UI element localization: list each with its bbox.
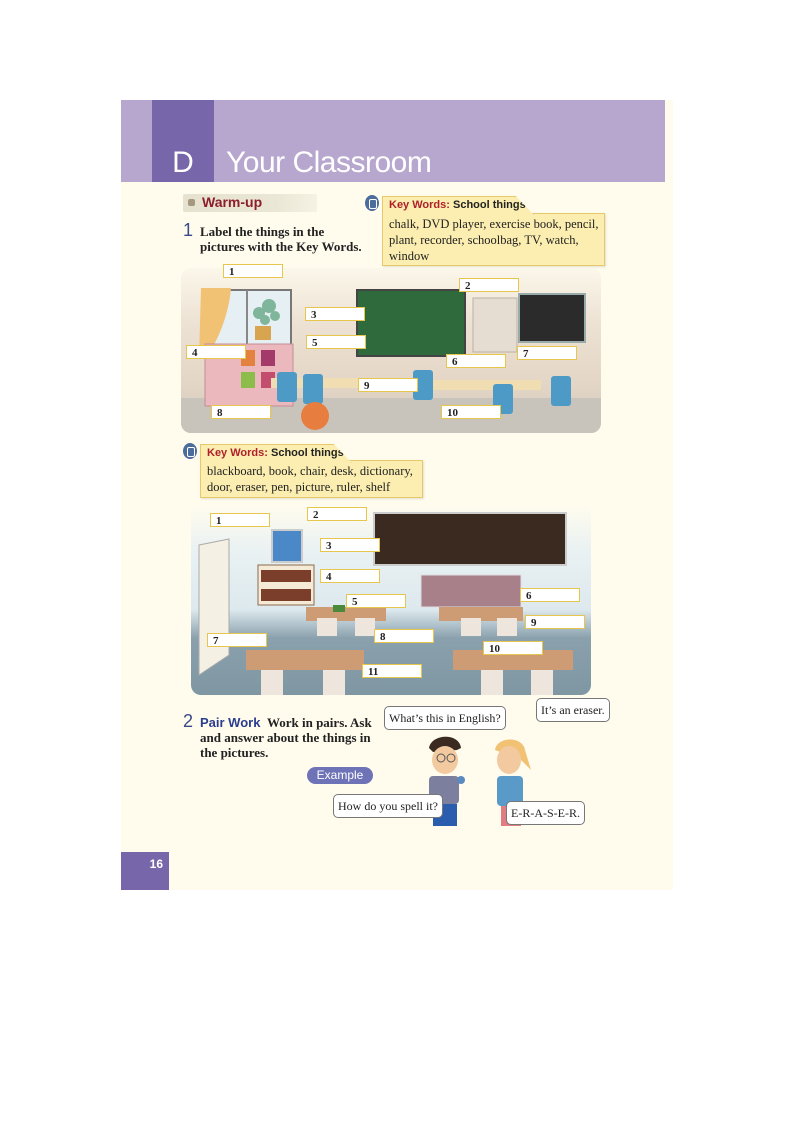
key-words-2-line-2: door, eraser, pen, picture, ruler, shelf <box>207 480 391 494</box>
unit-letter-block: D <box>152 100 214 182</box>
key-words-tab-1: Key Words: School things <box>382 196 534 215</box>
key-words-list-2: blackboard, book, chair, desk, dictionar… <box>207 463 413 495</box>
warmup-banner: Warm-up <box>183 194 317 212</box>
key-words-title-1: Key Words: School things <box>389 199 526 211</box>
speech-bubble-girl-spell: E-R-A-S-E-R. <box>506 801 585 825</box>
key-words-1-line-2: plant, recorder, schoolbag, TV, watch, <box>389 233 579 247</box>
warmup-bullet-icon <box>188 199 195 206</box>
label-box-11[interactable]: 11 <box>362 664 422 678</box>
label-box-5[interactable]: 5 <box>346 594 406 608</box>
label-box-6[interactable]: 6 <box>520 588 580 602</box>
speech-bubble-girl-answer: It’s an eraser. <box>536 698 610 722</box>
key-words-prefix: Key Words: <box>389 199 450 211</box>
page-number-block: 16 <box>121 852 169 890</box>
label-box-1[interactable]: 1 <box>210 513 270 527</box>
label-box-5[interactable]: 5 <box>306 335 366 349</box>
label-box-9[interactable]: 9 <box>525 615 585 629</box>
key-words-tab-2: Key Words: School things <box>200 444 352 463</box>
exercise-2-line-1: Pair Work Work in pairs. Ask <box>200 715 372 730</box>
exercise-2-line-2: and answer about the things in <box>200 730 371 745</box>
key-words-title-2: Key Words: School things <box>207 447 344 459</box>
speech-bubble-boy-question: What’s this in English? <box>384 706 506 730</box>
label-box-4[interactable]: 4 <box>320 569 380 583</box>
example-badge: Example <box>307 767 373 784</box>
label-box-2[interactable]: 2 <box>307 507 367 521</box>
key-words-category: School things <box>452 199 526 211</box>
key-words-2-line-1: blackboard, book, chair, desk, dictionar… <box>207 464 413 478</box>
key-words-1-line-3: window <box>389 249 430 263</box>
label-box-2[interactable]: 2 <box>459 278 519 292</box>
exercise-1-line-1: Label the things in the <box>200 224 325 239</box>
book-icon <box>365 195 379 211</box>
label-box-10[interactable]: 10 <box>483 641 543 655</box>
key-words-prefix: Key Words: <box>207 447 268 459</box>
exercise-2-text-1: Work in pairs. Ask <box>266 715 372 730</box>
speech-bubble-boy-spell: How do you spell it? <box>333 794 443 818</box>
key-words-list-1: chalk, DVD player, exercise book, pencil… <box>389 216 599 264</box>
exercise-2-line-3: the pictures. <box>200 745 269 760</box>
unit-header: D Your Classroom <box>121 100 665 182</box>
exercise-2-instruction: Pair Work Work in pairs. Ask and answer … <box>200 715 372 760</box>
page-title: Your Classroom <box>226 146 432 179</box>
exercise-1-instruction: Label the things in the pictures with th… <box>200 224 362 254</box>
label-box-4[interactable]: 4 <box>186 345 246 359</box>
key-words-box-1: chalk, DVD player, exercise book, pencil… <box>382 213 605 266</box>
label-box-7[interactable]: 7 <box>517 346 577 360</box>
textbook-page: D Your Classroom Warm-up 1 Label the thi… <box>121 100 673 890</box>
label-box-6[interactable]: 6 <box>446 354 506 368</box>
label-box-8[interactable]: 8 <box>211 405 271 419</box>
label-box-8[interactable]: 8 <box>374 629 434 643</box>
label-box-9[interactable]: 9 <box>358 378 418 392</box>
pair-work-tag: Pair Work <box>200 715 261 730</box>
exercise-1-line-2: pictures with the Key Words. <box>200 239 362 254</box>
classroom-illustration-1 <box>181 288 601 433</box>
key-words-1-line-1: chalk, DVD player, exercise book, pencil… <box>389 217 599 231</box>
key-words-box-2: blackboard, book, chair, desk, dictionar… <box>200 460 423 498</box>
exercise-1-number: 1 <box>183 220 194 240</box>
unit-letter: D <box>172 146 194 179</box>
label-box-10[interactable]: 10 <box>441 405 501 419</box>
warmup-label: Warm-up <box>202 194 263 210</box>
label-box-7[interactable]: 7 <box>207 633 267 647</box>
label-box-3[interactable]: 3 <box>305 307 365 321</box>
page-number: 16 <box>149 857 163 871</box>
key-words-category: School things <box>270 447 344 459</box>
exercise-2-number: 2 <box>183 711 194 731</box>
book-icon <box>183 443 197 459</box>
label-box-3[interactable]: 3 <box>320 538 380 552</box>
label-box-1[interactable]: 1 <box>223 264 283 278</box>
